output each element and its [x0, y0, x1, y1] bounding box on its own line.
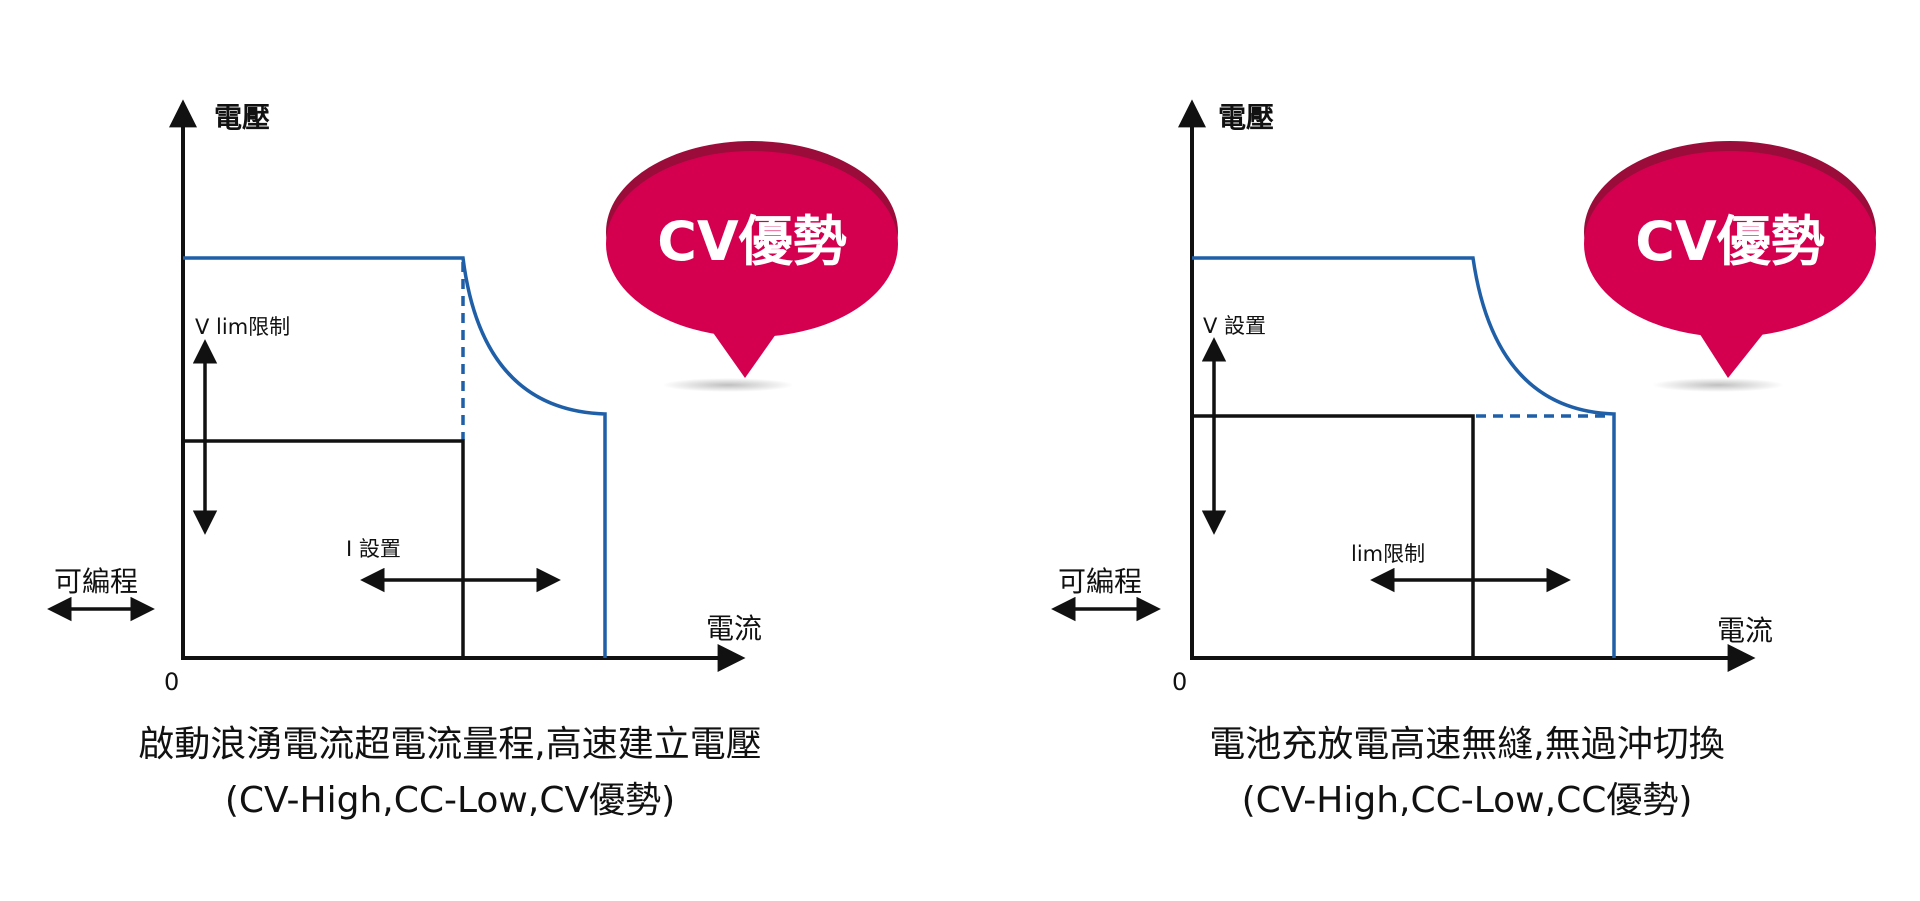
current-set-label: I 設置 [346, 537, 401, 561]
y-axis-label: 電壓 [1218, 101, 1274, 134]
envelope-curve [183, 256, 607, 658]
bubble-body [1584, 151, 1876, 337]
bubble-text: CV優勢 [657, 210, 846, 273]
x-axis-label: 電流 [706, 612, 762, 645]
panel-right: V 設置 lim限制 可編程 電壓 電流 0 CV優勢 電池充放電高速無縫,無過… [1051, 99, 1876, 821]
caption-line-2: (CV-High,CC-Low,CC優勢) [1242, 780, 1693, 821]
cv-advantage-bubble: CV優勢 [1584, 141, 1876, 392]
programmable-label: 可編程 [1058, 565, 1142, 598]
bubble-text: CV優勢 [1635, 210, 1824, 273]
voltage-limit-label: V lim限制 [195, 315, 290, 339]
x-axis-label: 電流 [1717, 614, 1773, 647]
operating-region [183, 439, 465, 658]
envelope-curve [1192, 256, 1616, 658]
caption-line-2: (CV-High,CC-Low,CV優勢) [225, 780, 675, 821]
cv-advantage-bubble: CV優勢 [606, 141, 898, 392]
programmable-label: 可編程 [54, 565, 138, 598]
caption-line-1: 電池充放電高速無縫,無過沖切換 [1209, 724, 1724, 765]
origin-label: 0 [1172, 668, 1187, 696]
voltage-set-label: V 設置 [1203, 314, 1266, 338]
current-limit-label: lim限制 [1351, 542, 1425, 566]
operating-region [1192, 414, 1475, 658]
y-axis-label: 電壓 [214, 101, 270, 134]
caption-line-1: 啟動浪湧電流超電流量程,高速建立電壓 [138, 724, 761, 765]
origin-label: 0 [164, 668, 179, 696]
panel-left: V lim限制 I 設置 可編程 電壓 電流 0 CV優勢 啟動浪湧電流超電流量… [47, 99, 898, 821]
bubble-ground-shadow [662, 378, 794, 392]
bubble-body [606, 151, 898, 337]
bubble-ground-shadow [1652, 378, 1784, 392]
